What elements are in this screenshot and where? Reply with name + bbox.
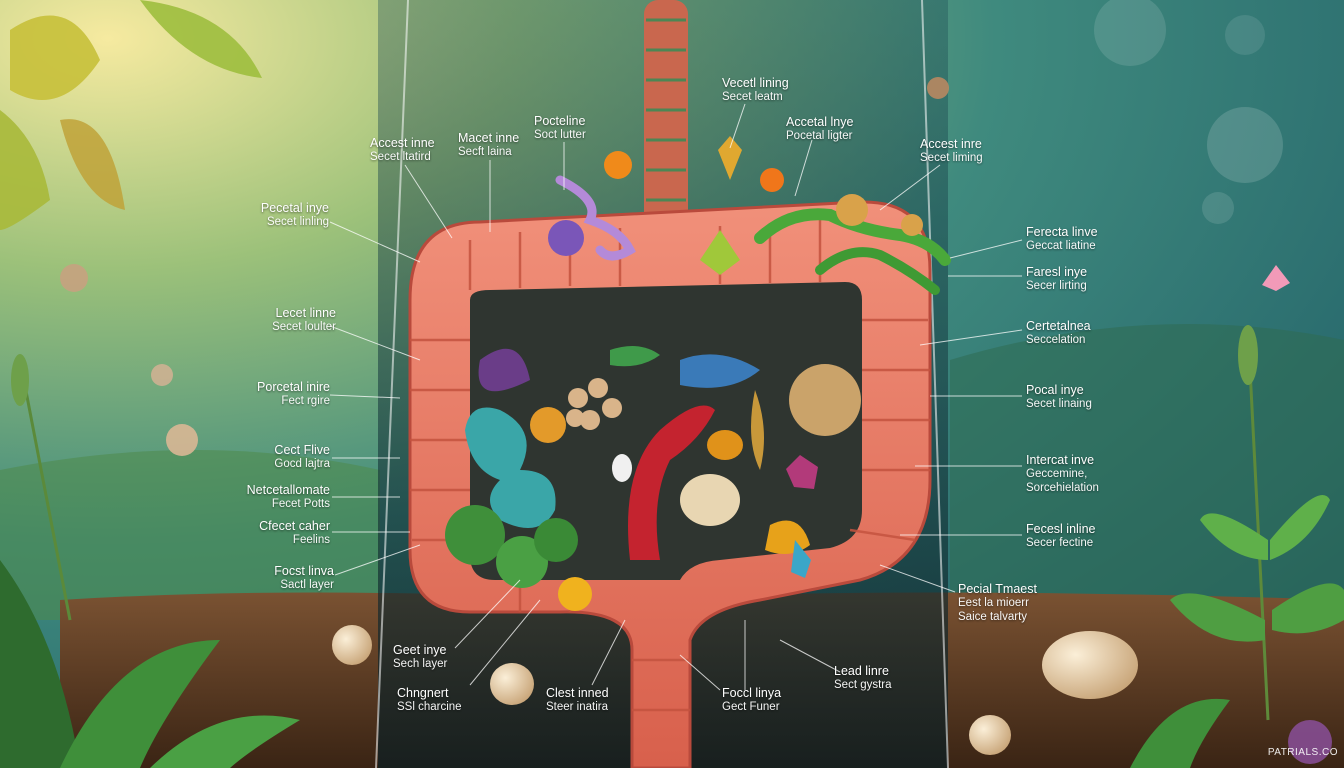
- pink-flower: [1262, 265, 1290, 291]
- microbe: [530, 407, 566, 443]
- microbe: [496, 536, 548, 588]
- purple-worm-microbe: [555, 175, 636, 261]
- seed: [1042, 631, 1138, 699]
- plant-leaf: [1200, 513, 1268, 560]
- microbe: [558, 577, 592, 611]
- seed: [490, 663, 534, 705]
- seed: [151, 364, 173, 386]
- microbe: [445, 505, 505, 565]
- microbe: [548, 220, 584, 256]
- leaf: [0, 110, 50, 230]
- flower: [760, 168, 784, 192]
- bokeh-light: [1225, 15, 1265, 55]
- plant-leaf: [1270, 495, 1330, 560]
- flower: [700, 230, 740, 275]
- seed: [927, 77, 949, 99]
- flower: [718, 136, 742, 180]
- microbe: [680, 474, 740, 526]
- seed: [60, 264, 88, 292]
- microbe: [789, 364, 861, 436]
- microbe: [791, 540, 811, 578]
- watermark: PATRIALS.CO: [1267, 747, 1338, 758]
- leaf: [60, 119, 125, 210]
- seed: [969, 715, 1011, 755]
- microbe: [751, 390, 764, 470]
- plant-bud: [11, 354, 29, 406]
- plant-leaf: [1272, 583, 1344, 634]
- distant-hills-left: [0, 450, 380, 620]
- esophagus: [644, 0, 688, 275]
- bokeh-light: [1094, 0, 1166, 66]
- microbe: [680, 354, 760, 388]
- microbe: [901, 214, 923, 236]
- green-worm-microbe: [815, 247, 940, 295]
- distant-hills-right: [950, 324, 1344, 620]
- plant-bud: [1238, 325, 1258, 385]
- microbe: [836, 194, 868, 226]
- plant-leaf: [150, 715, 300, 768]
- microbe: [478, 348, 530, 392]
- microbe-cluster: [566, 378, 622, 430]
- microbe: [707, 430, 743, 460]
- plant-leaf: [1170, 593, 1265, 642]
- microbe: [628, 405, 715, 560]
- plant-stem: [1246, 329, 1270, 721]
- leaf: [140, 0, 262, 78]
- flower: [604, 151, 632, 179]
- bokeh-light: [1207, 107, 1283, 183]
- leaf: [10, 15, 100, 101]
- plant-stem: [18, 359, 72, 621]
- seed: [332, 625, 372, 665]
- seed: [166, 424, 198, 456]
- plant-leaf: [1130, 698, 1230, 768]
- green-worm-microbe: [754, 208, 951, 266]
- bokeh-light: [1202, 192, 1234, 224]
- microbe: [465, 407, 556, 528]
- panel-edge-left: [375, 0, 409, 768]
- microbe: [612, 454, 632, 482]
- panel-edge-right: [921, 0, 949, 768]
- microbe: [610, 346, 660, 367]
- microbe: [786, 455, 818, 489]
- microbe: [534, 518, 578, 562]
- plant-leaf: [0, 560, 80, 768]
- leader-lines: [329, 103, 1023, 691]
- purple-flower: [1288, 720, 1332, 764]
- plant-leaf: [60, 640, 220, 768]
